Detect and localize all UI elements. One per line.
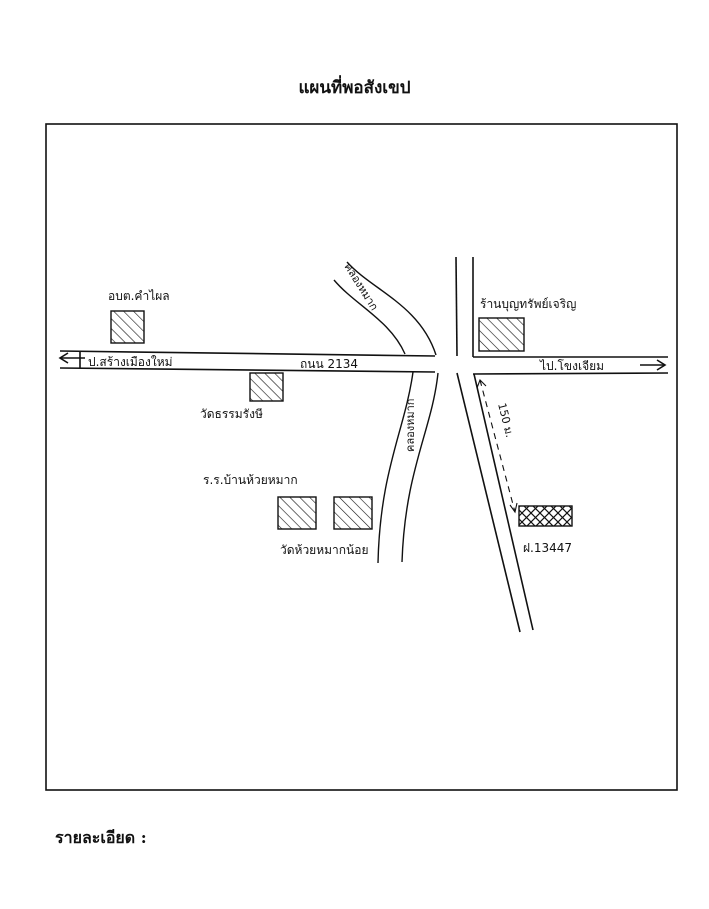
school-building [277, 496, 317, 530]
label-canal-bottom: คลองหมาก [404, 399, 417, 452]
road-north [455, 256, 474, 357]
page-title: แผนที่พอสังเขป [298, 78, 411, 98]
canal-south [377, 371, 439, 564]
map-frame [45, 123, 678, 791]
canal-north [333, 261, 437, 356]
label-school: ร.ร.บ้านห้วยหมาก [203, 473, 298, 487]
wat-bottom-building [333, 496, 373, 530]
label-obt: อบต.คำไผล [108, 289, 170, 303]
distance-arrow [476, 379, 518, 514]
land-plot [518, 505, 573, 527]
wat-left-building [249, 372, 284, 402]
shop-building [478, 317, 525, 352]
label-to-village: ป.สร้างเมืองใหม่ [88, 355, 173, 369]
road-2134 [58, 350, 669, 375]
label-shop: ร้านบุญทรัพย์เจริญ [480, 297, 576, 312]
road-south [456, 372, 534, 633]
label-road-name: ถนน 2134 [300, 357, 358, 371]
label-distance: 150 ม. [495, 402, 516, 439]
label-to-right: ไป.โขงเจียม [539, 359, 604, 373]
obt-building [110, 310, 145, 344]
label-wat-left: วัดธรรมรังษี [200, 407, 263, 421]
label-wat-bottom: วัดห้วยหมากน้อย [280, 543, 368, 557]
label-lot: ฝ.13447 [523, 541, 572, 555]
details-label: รายละเอียด : [55, 828, 147, 847]
